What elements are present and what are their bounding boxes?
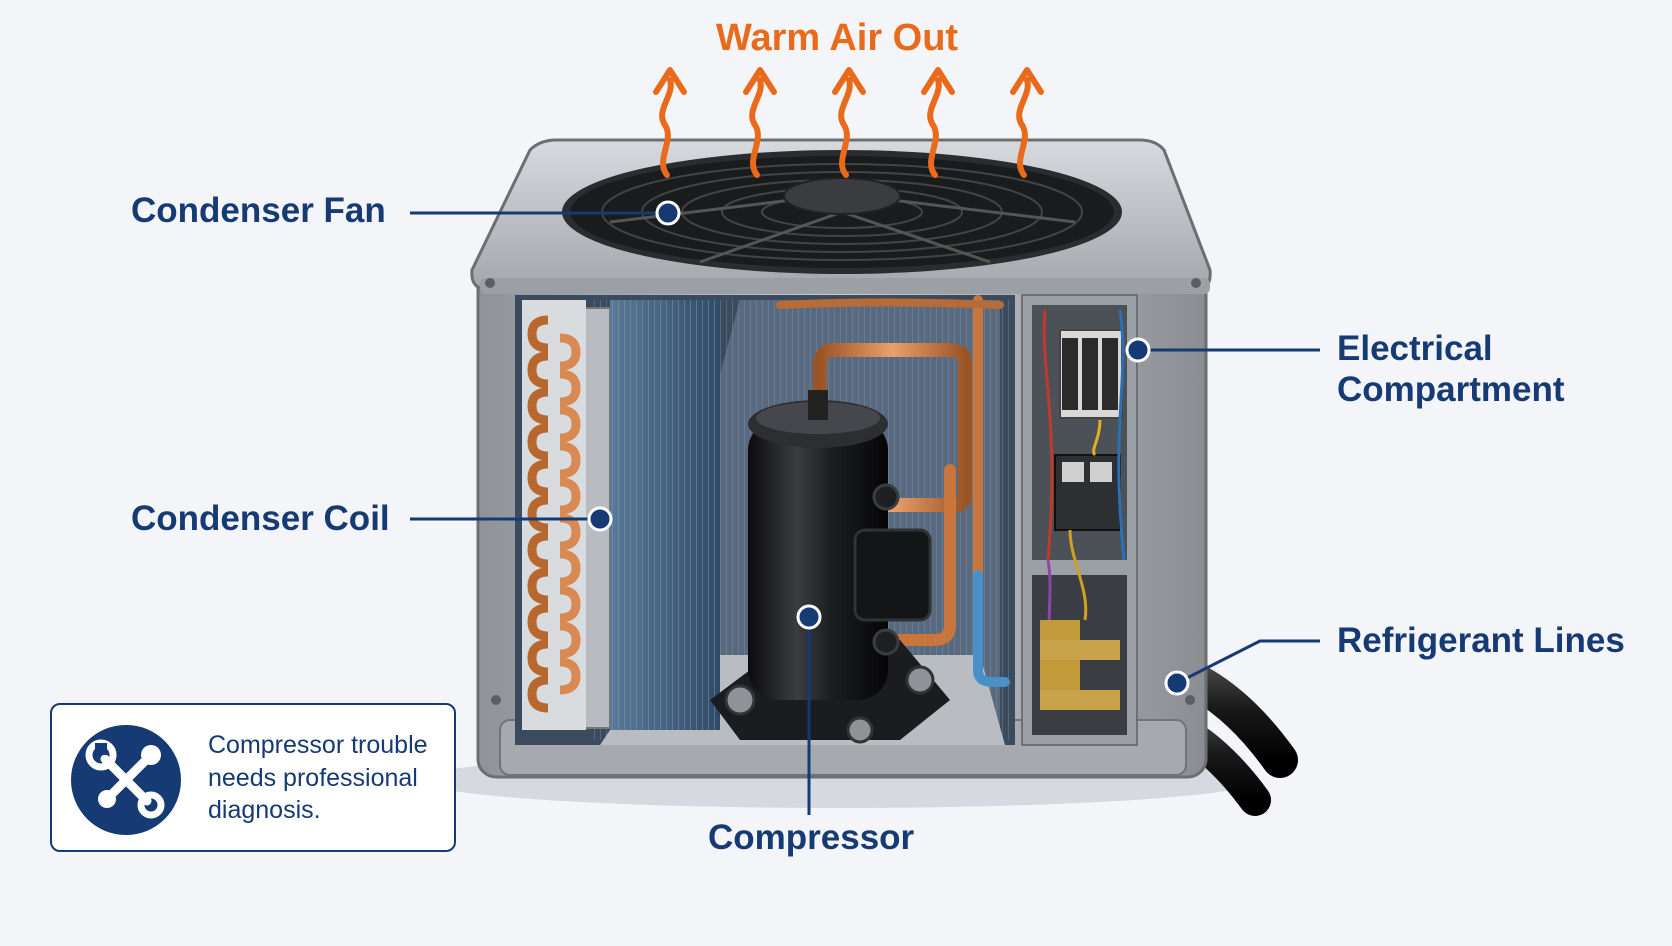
note-text: Compressor trouble needs professional di… xyxy=(208,731,428,824)
copper-piping xyxy=(776,295,1010,687)
condenser-coil-label: Condenser Coil xyxy=(131,499,390,538)
note-box: Compressor trouble needs professional di… xyxy=(50,703,456,852)
compressor-body xyxy=(710,390,950,744)
refrigerant-lines-label: Refrigerant Lines xyxy=(1337,621,1625,660)
condenser-fan-label: Condenser Fan xyxy=(131,191,386,230)
compressor-label: Compressor xyxy=(708,818,915,857)
electrical-compartment-label-line1: Electrical xyxy=(1337,329,1493,368)
leader-lines xyxy=(410,211,1320,815)
condenser-coil-panel xyxy=(522,300,720,730)
warm-air-arrows xyxy=(653,67,1044,178)
electrical-compartment-label-line2: Compartment xyxy=(1337,370,1565,410)
tools-icon xyxy=(71,725,181,835)
electrical-compartment-label: Electrical Compartment xyxy=(1337,328,1565,411)
warm-air-out-label: Warm Air Out xyxy=(716,17,959,59)
electrical-compartment xyxy=(1021,294,1138,746)
leader-dots xyxy=(587,200,1190,696)
